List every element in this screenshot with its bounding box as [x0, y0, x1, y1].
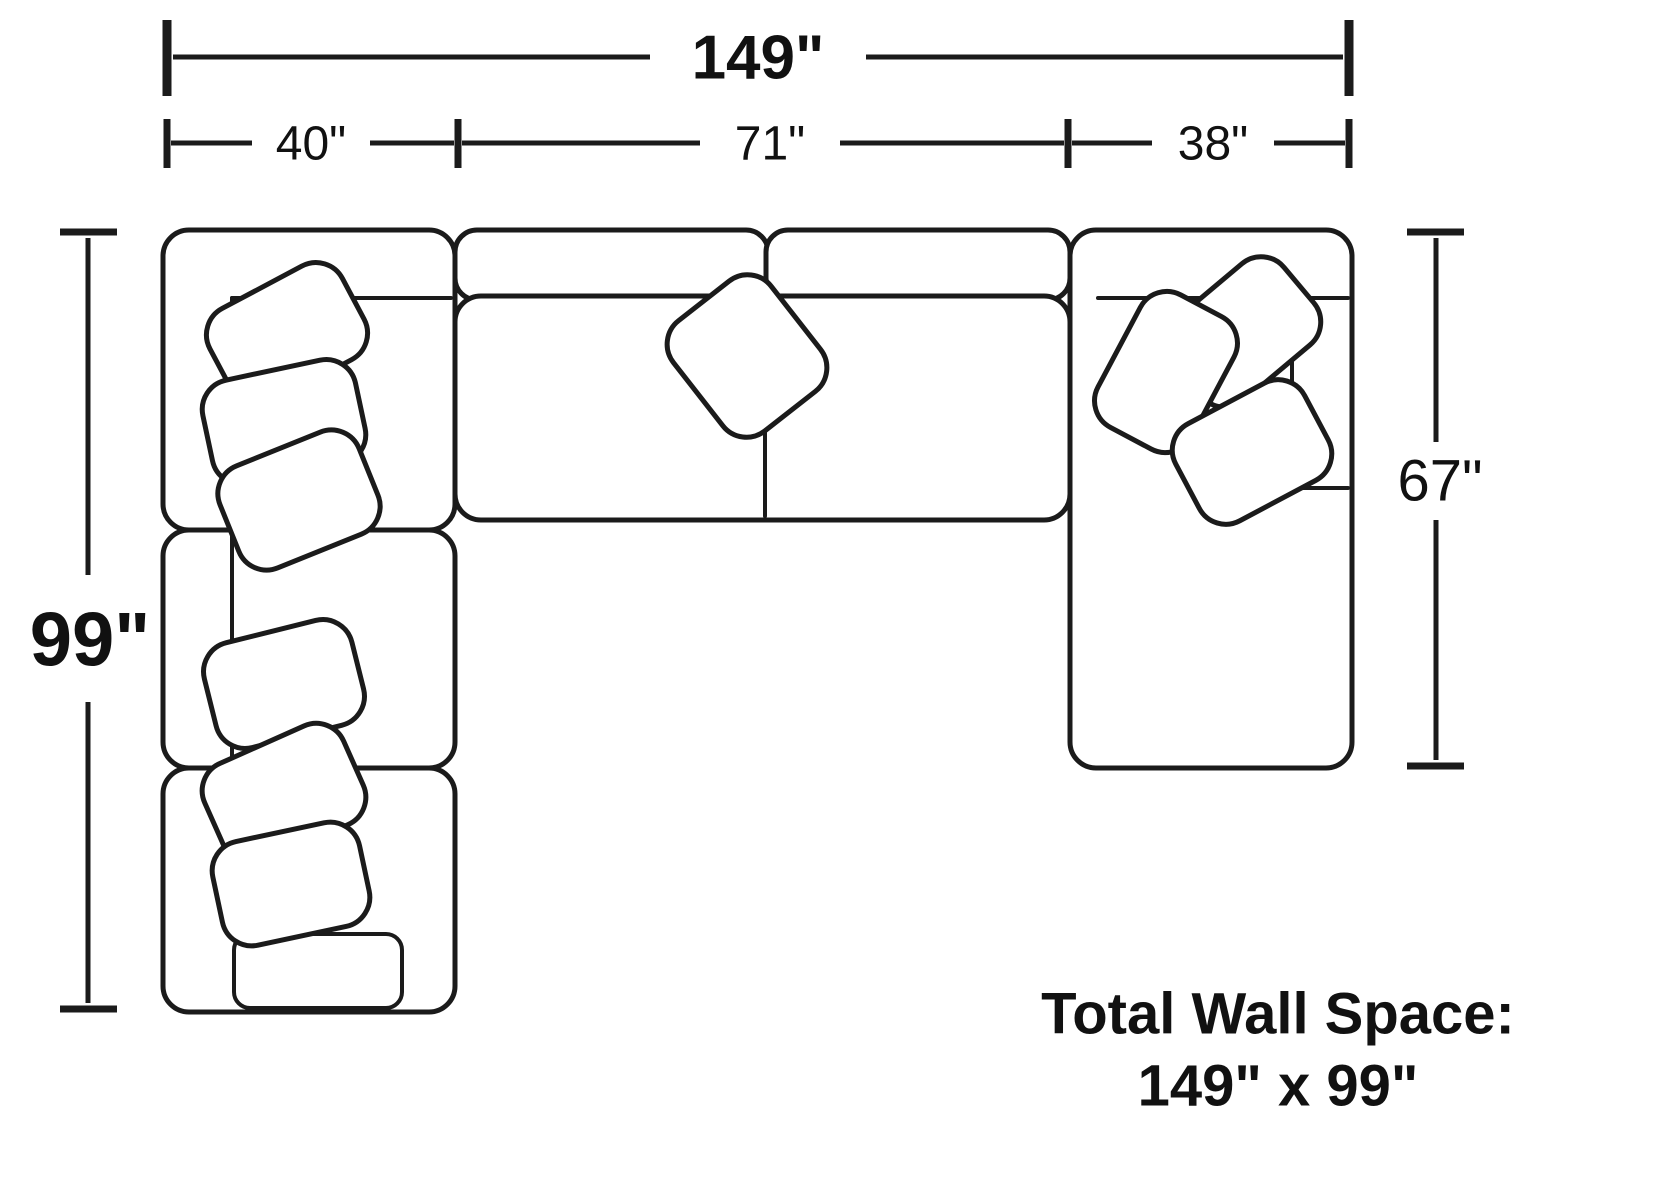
total-wall-space-value: 149" x 99" — [1138, 1054, 1419, 1119]
throw-pillow — [215, 427, 383, 573]
throw-pillow — [209, 819, 373, 949]
dim-total-width: 149" — [162, 20, 1354, 96]
dim-label-right-height: 67" — [1397, 449, 1482, 514]
dim-label-middle-width: 71" — [735, 118, 805, 171]
total-wall-space-title: Total Wall Space: — [1041, 982, 1515, 1047]
throw-pillow — [1092, 288, 1240, 456]
throw-pillow — [1169, 377, 1335, 527]
total-wall-space-note: Total Wall Space: 149" x 99" — [1041, 982, 1515, 1119]
dim-label-left-width: 40" — [276, 118, 346, 171]
dim-right-height: 67" — [1397, 228, 1483, 770]
throw-pillow — [664, 272, 830, 440]
dim-label-right-width: 38" — [1178, 118, 1248, 171]
sofa-back-cushion-right — [763, 227, 1073, 303]
dim-sections-row: 40" 71" 38" — [163, 118, 1353, 171]
pillow-group-right — [1092, 254, 1335, 527]
pillow-group-left — [199, 260, 383, 949]
dim-left-height: 99" — [30, 228, 151, 1013]
dim-label-left-height: 99" — [30, 598, 151, 683]
dim-label-total-width: 149" — [692, 24, 825, 93]
pillow-group-middle — [664, 272, 830, 440]
